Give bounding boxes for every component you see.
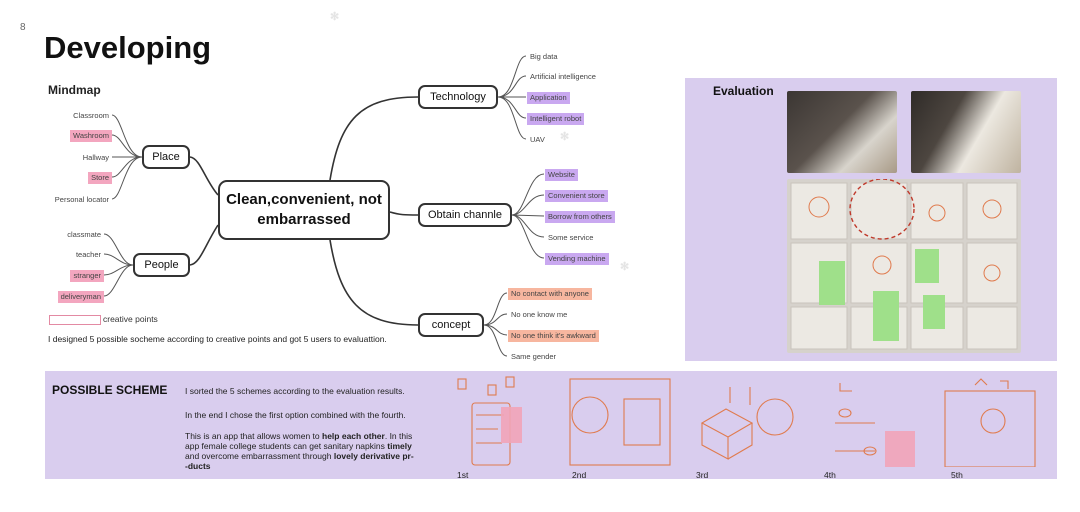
leaf-teacher: teacher: [75, 250, 101, 259]
branch-technology: Technology: [418, 85, 498, 109]
leaf-classmate: classmate: [67, 230, 101, 239]
leaf-big-data: Big data: [530, 52, 558, 61]
leaf-no-contact: No contact with anyone: [508, 288, 592, 300]
page-title: Developing: [44, 30, 212, 65]
leaf-vending-machine: Vending machine: [545, 253, 609, 265]
leaf-borrow: Borrow from others: [545, 211, 615, 223]
leaf-deliveryman: deliveryman: [57, 291, 104, 303]
branch-place: Place: [142, 145, 190, 169]
rank-4: 4th: [824, 470, 836, 480]
branch-concept: concept: [418, 313, 484, 337]
legend-swatch: [49, 315, 101, 325]
evaluation-sketch-board: [787, 179, 1021, 353]
leaf-convenient-store: Convenient store: [545, 190, 608, 202]
scheme-line-1: I sorted the 5 schemes according to the …: [185, 386, 405, 396]
scheme-line-5: and overcome embarrassment through lovel…: [185, 451, 414, 461]
mindmap-center-node: Clean,convenient, not embarrassed: [218, 180, 390, 240]
evaluation-photo-2: [911, 91, 1021, 173]
watermark: ✻: [620, 261, 630, 273]
scheme-line-6: -ducts: [185, 461, 211, 471]
leaf-personal-locator: Personal locator: [54, 195, 109, 204]
leaf-some-service: Some service: [548, 233, 594, 242]
leaf-no-one-know: No one know me: [511, 310, 568, 319]
page-number: 8: [20, 22, 26, 33]
mindmap-connectors: [103, 55, 545, 357]
rank-5: 5th: [951, 470, 963, 480]
scheme-title: POSSIBLE SCHEME: [52, 383, 168, 397]
leaf-no-one-awkward: No one think it's awkward: [508, 330, 599, 342]
leaf-same-gender: Same gender: [511, 352, 557, 361]
watermark: ✻: [560, 131, 570, 143]
leaf-intelligent-robot: Intelligent robot: [527, 113, 585, 125]
rank-2: 2nd: [572, 470, 587, 480]
leaf-store: Store: [88, 172, 112, 184]
legend-label: creative points: [103, 314, 158, 324]
leaf-washroom: Washroom: [70, 130, 112, 142]
leaf-website: Website: [545, 169, 578, 181]
leaf-ai: Artificial intelligence: [530, 72, 596, 81]
scheme-line-3: This is an app that allows women to help…: [185, 431, 413, 441]
leaf-application: Application: [527, 92, 570, 104]
mindmap-title: Mindmap: [48, 83, 101, 97]
evaluation-title: Evaluation: [713, 84, 774, 98]
rank-3: 3rd: [696, 470, 709, 480]
branch-people: People: [133, 253, 190, 277]
evaluation-photo-1: [787, 91, 897, 173]
leaf-hallway: Hallway: [82, 153, 109, 162]
mindmap-note: I designed 5 possible socheme according …: [48, 334, 387, 344]
leaf-stranger: stranger: [70, 270, 104, 282]
rank-1: 1st: [457, 470, 469, 480]
leaf-classroom: Classroom: [73, 111, 109, 120]
leaf-uav: UAV: [530, 135, 545, 144]
scheme-line-2: In the end I chose the first option comb…: [185, 410, 406, 420]
branch-obtain-channel: Obtain channle: [418, 203, 512, 227]
watermark: ✻: [330, 11, 340, 23]
scheme-sketches: [457, 376, 1036, 467]
scheme-line-4: app female college students can get sani…: [185, 441, 412, 451]
